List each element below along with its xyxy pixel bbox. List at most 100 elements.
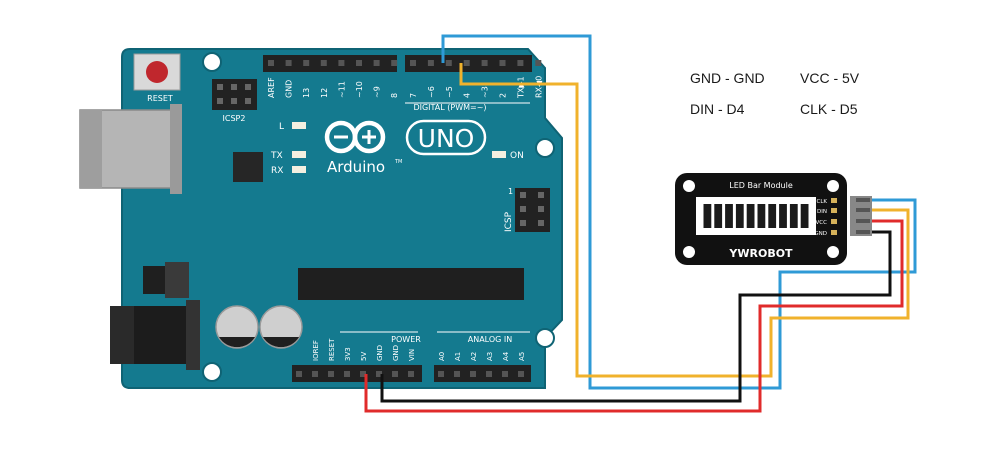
digital-pin-label: ~9 bbox=[373, 86, 382, 98]
pin-hole bbox=[356, 60, 362, 66]
reset-label: RESET bbox=[147, 94, 173, 103]
icsp-header bbox=[515, 188, 550, 232]
icsp2-label: ICSP2 bbox=[223, 114, 246, 123]
legend-row: DIN - D4 CLK - D5 bbox=[690, 101, 900, 132]
pin-hole bbox=[499, 60, 506, 66]
capacitor bbox=[259, 305, 303, 349]
module-pin-pad bbox=[831, 198, 837, 203]
pin-hole bbox=[285, 60, 292, 66]
capacitor bbox=[215, 305, 259, 349]
analog-label: ANALOG IN bbox=[468, 335, 513, 344]
legend-clk: CLK - D5 bbox=[800, 101, 858, 117]
pin-hole bbox=[463, 60, 470, 66]
power-pin-label: 5V bbox=[360, 352, 368, 361]
legend-vcc: VCC - 5V bbox=[800, 70, 860, 86]
pin-hole bbox=[486, 371, 492, 377]
mount-hole bbox=[535, 328, 555, 348]
led-segment bbox=[735, 204, 744, 228]
pin-hole bbox=[535, 60, 542, 66]
trademark: TM bbox=[394, 159, 402, 165]
pin-hole bbox=[470, 371, 476, 377]
digital-pin-label: 12 bbox=[320, 88, 329, 98]
led-l-label: L bbox=[279, 122, 284, 132]
usb-connector bbox=[79, 104, 182, 194]
power-pin-label: GND bbox=[376, 345, 384, 361]
icsp-pin1-label: 1 bbox=[508, 187, 513, 196]
legend-row: GND - GND VCC - 5V bbox=[690, 70, 900, 101]
led-segment bbox=[779, 204, 787, 228]
pin-hole bbox=[376, 371, 382, 377]
model-name: UNO bbox=[418, 124, 475, 153]
led-segment bbox=[725, 204, 733, 228]
pin-hole bbox=[408, 371, 414, 377]
pin-hole bbox=[373, 60, 380, 66]
pin-hole bbox=[427, 60, 434, 66]
digital-pin-label: ~11 bbox=[337, 81, 346, 98]
digital-pin-label: GND bbox=[285, 80, 294, 98]
pin-hole bbox=[296, 371, 302, 377]
power-header bbox=[292, 365, 422, 382]
pin-hole bbox=[410, 60, 416, 66]
mount-hole bbox=[202, 362, 222, 382]
power-pin-label: VIN bbox=[408, 349, 416, 361]
led-segment bbox=[703, 204, 712, 228]
pin-hole bbox=[303, 60, 310, 66]
on-label: ON bbox=[510, 151, 524, 161]
pin-hole bbox=[338, 60, 345, 66]
led-segment bbox=[768, 204, 777, 228]
digital-pin-label: ~3 bbox=[481, 86, 490, 98]
analog-pin-label: A0 bbox=[438, 352, 446, 361]
led-bar-housing bbox=[696, 197, 816, 235]
module-pin-label: CLK bbox=[816, 199, 827, 205]
pin-hole bbox=[391, 60, 398, 66]
pin-hole bbox=[502, 371, 508, 377]
digital-pin-label: TX▶1 bbox=[516, 76, 525, 99]
module-pin-pad bbox=[831, 219, 837, 224]
power-pin-label: 3V3 bbox=[344, 347, 352, 361]
usb-controller-chip bbox=[233, 152, 263, 182]
pin-hole bbox=[518, 371, 524, 377]
module-pin-label: GND bbox=[814, 231, 827, 237]
mount-hole bbox=[827, 246, 839, 258]
analog-pin-label: A5 bbox=[518, 352, 526, 361]
board-pcb bbox=[121, 48, 563, 389]
led-tx bbox=[292, 151, 306, 158]
pin-hole bbox=[344, 371, 350, 377]
led-l bbox=[292, 122, 306, 129]
power-pin-label: GND bbox=[392, 345, 400, 361]
analog-pin-label: A3 bbox=[486, 352, 494, 361]
mount-hole bbox=[202, 52, 222, 72]
digital-pin-label: ~5 bbox=[445, 86, 454, 98]
bottom-pin-holes bbox=[296, 371, 524, 377]
mount-hole bbox=[535, 138, 555, 158]
pin-hole bbox=[517, 60, 524, 66]
module-pin-label: VCC bbox=[816, 220, 828, 226]
led-segment bbox=[714, 204, 723, 228]
wire-clk bbox=[441, 34, 917, 390]
wire-din bbox=[459, 63, 910, 378]
led-segments bbox=[703, 204, 809, 228]
led-segment bbox=[746, 204, 755, 228]
digital-pin-holes bbox=[268, 60, 542, 66]
power-pin-label: RESET bbox=[328, 338, 336, 361]
reset-button[interactable] bbox=[133, 53, 181, 91]
digital-pin-label: 8 bbox=[390, 93, 399, 98]
mount-hole bbox=[827, 180, 839, 192]
led-tx-label: TX bbox=[270, 151, 283, 161]
led-rx-label: RX bbox=[271, 166, 283, 176]
led-on bbox=[492, 151, 506, 158]
power-label: POWER bbox=[391, 335, 421, 344]
pin-hole bbox=[392, 371, 398, 377]
pin-hole bbox=[320, 60, 327, 66]
module-title: LED Bar Module bbox=[729, 181, 793, 190]
mount-hole bbox=[683, 246, 695, 258]
module-pin-pad bbox=[831, 230, 837, 235]
voltage-regulator bbox=[143, 262, 189, 298]
digital-pin-label: AREF bbox=[267, 77, 276, 98]
icsp-label: ICSP bbox=[504, 211, 514, 232]
led-segment bbox=[800, 204, 809, 228]
